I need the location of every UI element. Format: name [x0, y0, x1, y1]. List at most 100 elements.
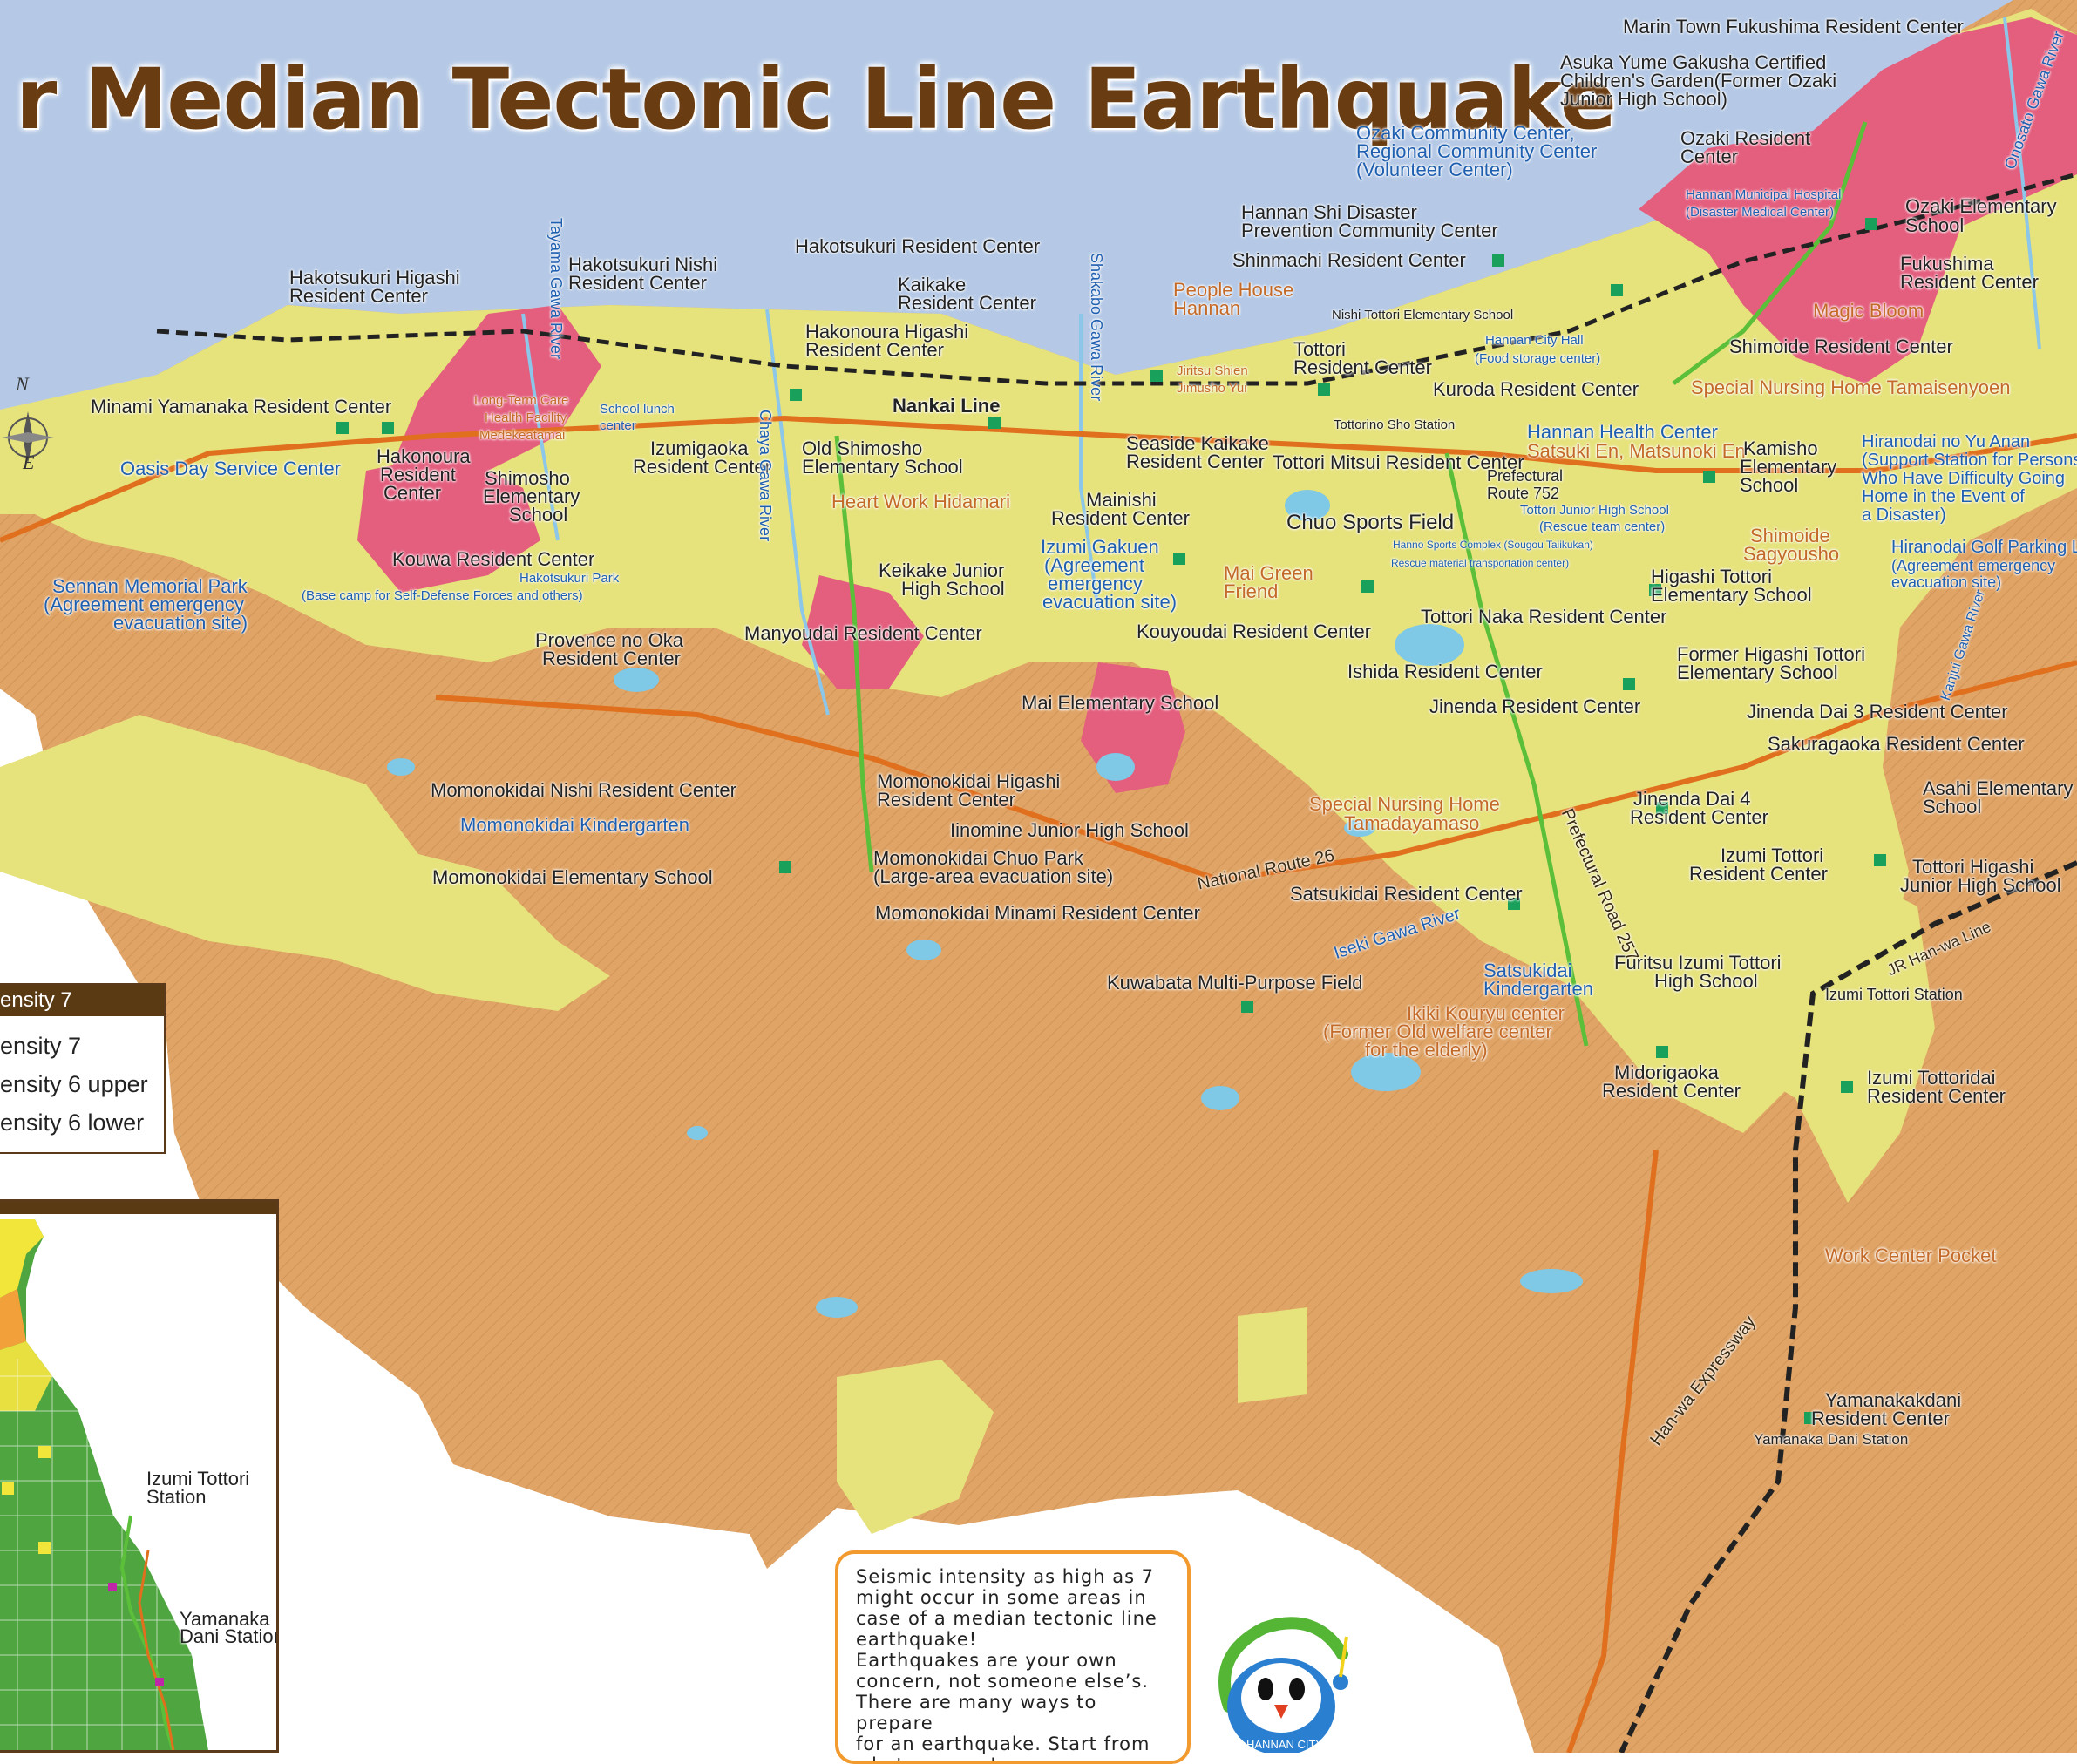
label-jiritsu-1: Jiritsu Shien	[1177, 363, 1248, 378]
label-sakuragaoka: Sakuragaoka Resident Center	[1768, 733, 2025, 755]
label-ikiki-2: (Former Old welfare center	[1323, 1021, 1552, 1042]
label-sennan-3: evacuation site)	[113, 612, 248, 634]
label-yamanakadani-2: Resident Center	[1811, 1408, 1950, 1429]
label-hakotsukuri-nishi-1: Hakotsukuri Nishi	[568, 254, 718, 275]
label-hiranodai-golf-1: Hiranodai Golf Parking Lot	[1891, 538, 2077, 557]
label-kouyoudai: Kouyoudai Resident Center	[1137, 621, 1372, 642]
label-chaya-gawa: Chaya Gawa River	[757, 410, 774, 542]
label-school-lunch-1: School lunch	[600, 402, 675, 417]
label-tottori-jhs-2: (Rescue team center)	[1539, 519, 1666, 534]
label-provence-2: Resident Center	[542, 648, 681, 669]
label-shimoide-sagyousho-2: Sagyousho	[1743, 543, 1840, 565]
label-ozaki-cc-1: Ozaki Community Center,	[1356, 122, 1575, 144]
label-asuka-2: Children's Garden(Former Ozaki	[1560, 70, 1837, 92]
label-tottori-naka: Tottori Naka Resident Center	[1421, 606, 1667, 628]
compass-rose	[2, 411, 54, 464]
label-momonokidai-higashi-2: Resident Center	[877, 789, 1015, 811]
legend-heading: ensity 7	[0, 985, 164, 1016]
label-asahi-1: Asahi Elementary	[1923, 777, 2074, 799]
prefectural-roads	[834, 121, 1868, 1047]
label-satsukidai-kg-2: Kindergarten	[1483, 978, 1593, 1000]
label-provence-1: Provence no Oka	[535, 629, 683, 651]
zone-6-lower-west	[0, 715, 610, 1011]
label-momonokidai-higashi-1: Momonokidai Higashi	[877, 770, 1061, 792]
label-hiranodai-yu-3: Who Have Difficulty Going	[1862, 469, 2066, 488]
label-hospital-1: Hannan Municipal Hospital	[1686, 187, 1842, 202]
label-longterm-1: Long-Term Care	[474, 393, 569, 408]
label-shimoide-sagyousho-1: Shimoide	[1750, 525, 1830, 546]
label-people-house-2: Hannan	[1173, 297, 1241, 319]
label-hakotsukuri-res: Hakotsukuri Resident Center	[795, 235, 1041, 257]
label-sennan-2: (Agreement emergency	[44, 594, 244, 615]
label-shimosho-es-3: School	[509, 504, 568, 526]
label-longterm-2: Health Facility	[485, 410, 567, 425]
label-kuroda: Kuroda Resident Center	[1433, 378, 1639, 400]
label-shimoide: Shimoide Resident Center	[1729, 336, 1953, 357]
label-mai-es: Mai Elementary School	[1022, 692, 1219, 714]
label-asuka-3: Junior High School)	[1560, 88, 1727, 110]
label-tottori-higashi-2: Junior High School	[1900, 874, 2061, 896]
bubble-line-6: concern, not someone else’s.	[856, 1671, 1149, 1692]
label-ozaki-res-2: Center	[1680, 146, 1739, 167]
label-hiranodai-golf-2: (Agreement emergency	[1891, 557, 2056, 574]
inset-label-izumi-tottori-1: Izumi Tottori	[146, 1468, 250, 1489]
label-hanno-sports-1: Hanno Sports Complex (Sougou Taiikukan)	[1393, 539, 1593, 551]
label-tottorino-sho: Tottorino Sho Station	[1334, 417, 1456, 432]
jr-hanwa-railway	[1619, 860, 2077, 1753]
inset-map: Izumi Tottori Station Yamanaka Dani Stat…	[0, 1199, 279, 1753]
label-fukushima-1: Fukushima	[1900, 253, 1994, 275]
label-minami-yamanaka: Minami Yamanaka Resident Center	[91, 396, 392, 417]
label-kamisho-1: Kamisho	[1743, 438, 1818, 459]
label-tottori-jhs-1: Tottori Junior High School	[1520, 503, 1669, 518]
inset-drawing	[0, 1219, 209, 1750]
label-yamanaka-dani-station: Yamanaka Dani Station	[1754, 1431, 1909, 1448]
label-disaster-prev-1: Hannan Shi Disaster	[1241, 201, 1417, 223]
label-jiritsu-2: Jimusho Yui	[1177, 381, 1247, 396]
speech-bubble: Seismic intensity as high as 7 might occ…	[835, 1550, 1191, 1764]
label-asuka-1: Asuka Yume Gakusha Certified	[1560, 51, 1827, 73]
zone-6-lower-small	[1238, 1307, 1307, 1403]
label-hakotsukuri-nishi-2: Resident Center	[568, 272, 707, 294]
label-hanno-sports-2: Rescue material transportation center)	[1391, 557, 1570, 569]
label-magic-bloom: Magic Bloom	[1813, 300, 1924, 322]
bubble-line-7: There are many ways to prepare	[856, 1692, 1097, 1733]
label-tayama-gawa: Tayama Gawa River	[547, 218, 565, 360]
bubble-line-9: what you can!	[856, 1754, 1171, 1761]
label-izumi-tottoridai-2: Resident Center	[1867, 1085, 2006, 1107]
label-ozaki-res-1: Ozaki Resident	[1680, 127, 1811, 149]
label-marin-town: Marin Town Fukushima Resident Center	[1623, 16, 1964, 37]
label-tamadayamaso-2: Tamadayamaso	[1344, 812, 1480, 834]
zone-7-hakotsukuri	[383, 305, 601, 505]
label-hakonoura-higashi-1: Hakonoura Higashi	[805, 321, 969, 343]
compass-east: E	[22, 451, 35, 473]
label-kouwa: Kouwa Resident Center	[392, 548, 595, 570]
bubble-line-2: might occur in some areas in	[856, 1587, 1147, 1608]
label-heart-work: Heart Work Hidamari	[831, 491, 1010, 512]
label-izumi-gakuen-4: evacuation site)	[1042, 591, 1178, 613]
label-hakonoura-res-3: Center	[383, 482, 442, 504]
label-old-shimosho-1: Old Shimosho	[802, 438, 923, 459]
label-momonokidai-chuo-1: Momonokidai Chuo Park	[873, 847, 1083, 869]
label-hakotsukuri-higashi-2: Resident Center	[289, 285, 428, 307]
rivers	[521, 17, 2041, 716]
label-former-higashi-2: Elementary School	[1677, 662, 1838, 683]
bubble-line-3: case of a median tectonic line	[856, 1608, 1157, 1629]
label-seaside-kaikake-2: Resident Center	[1126, 451, 1265, 472]
label-izumi-tottori-res-1: Izumi Tottori	[1721, 845, 1824, 866]
label-ikiki-3: for the elderly)	[1365, 1039, 1488, 1061]
intensity-legend: ensity 7 ensity 7 ensity 6 upper ensity …	[0, 983, 166, 1154]
label-tamadayamaso-1: Special Nursing Home	[1309, 793, 1500, 815]
map-title: r Median Tectonic Line Earthquake	[16, 51, 1617, 148]
label-satsukidai-kg-1: Satsukidai	[1483, 960, 1572, 981]
label-jinenda4-1: Jinenda Dai 4	[1633, 788, 1751, 810]
label-tamaisenyoen: Special Nursing Home Tamaisenyoen	[1691, 377, 2011, 398]
label-ikiki-1: Ikiki Kouryu center	[1407, 1002, 1565, 1024]
bubble-line-5: Earthquakes are your own	[856, 1650, 1117, 1671]
label-nishi-tottori-es: Nishi Tottori Elementary School	[1332, 308, 1514, 322]
label-seaside-kaikake-1: Seaside Kaikake	[1126, 432, 1269, 454]
label-izumigaoka-1: Izumigaoka	[650, 438, 749, 459]
label-jinenda3: Jinenda Dai 3 Resident Center	[1747, 701, 2008, 723]
label-hiranodai-yu-1: Hiranodai no Yu Anan	[1862, 432, 2031, 451]
mascot-text: HANNAN CITY	[1246, 1738, 1323, 1751]
label-old-shimosho-2: Elementary School	[802, 456, 963, 478]
